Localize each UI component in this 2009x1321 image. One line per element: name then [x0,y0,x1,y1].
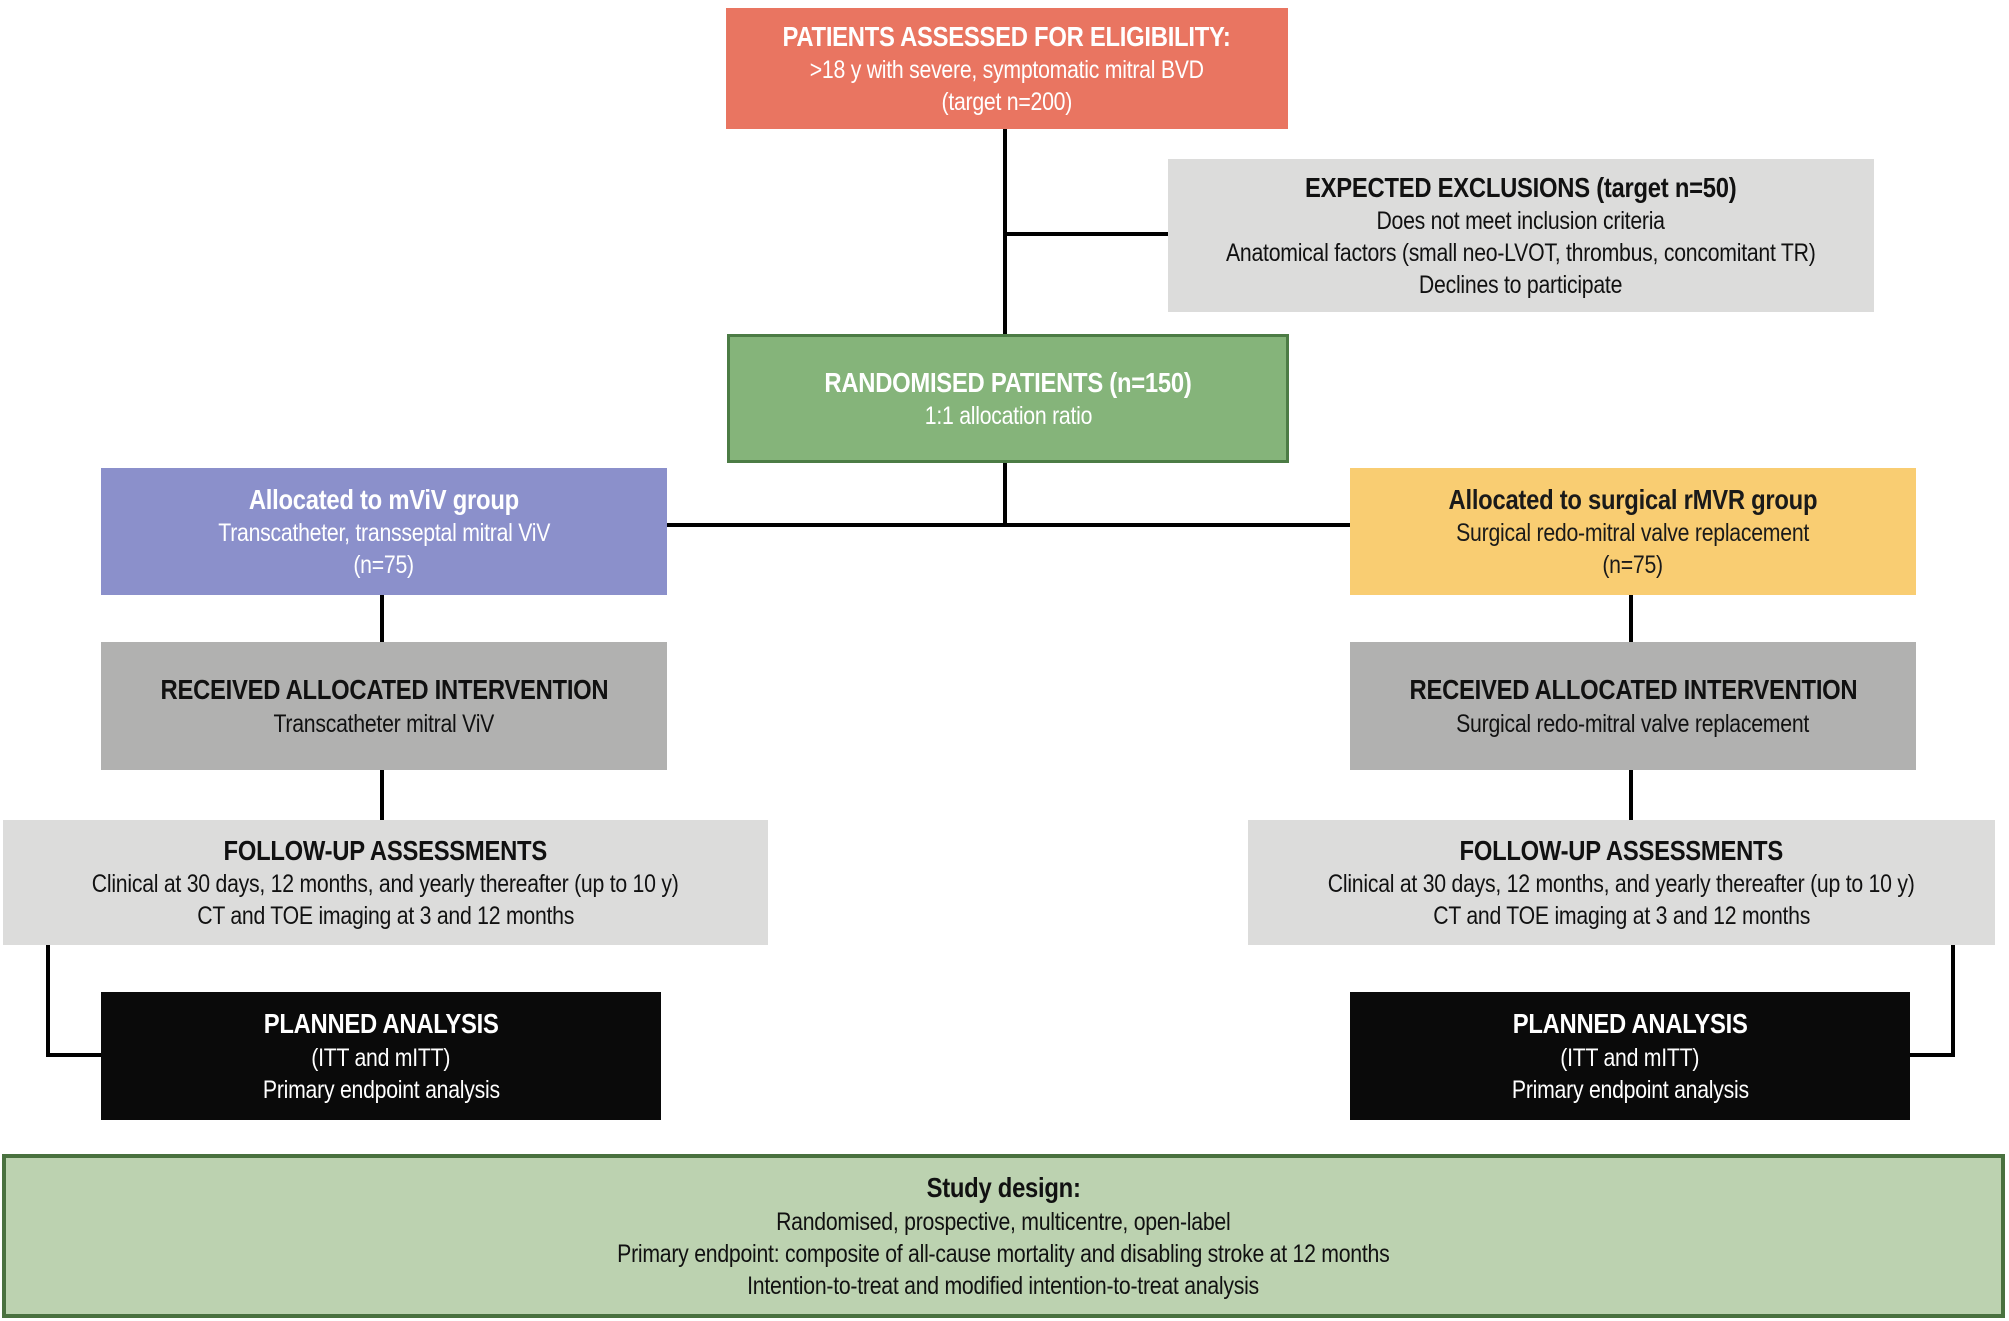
study-design-type: Randomised, prospective, multicentre, op… [776,1207,1231,1236]
allocated-mviv-box: Allocated to mViV group Transcatheter, t… [101,468,667,595]
planned-analysis-rmvr-itt: (ITT and mITT) [1560,1043,1700,1072]
study-design-title: Study design: [926,1172,1081,1204]
connector-randomised-to-branch [1003,463,1007,527]
followup-rmvr-title: FOLLOW-UP ASSESSMENTS [1459,834,1784,866]
randomised-title: RANDOMISED PATIENTS (n=150) [824,366,1192,398]
connector-received-to-followup-left [380,770,384,820]
planned-analysis-mviv-box: PLANNED ANALYSIS (ITT and mITT) Primary … [101,992,661,1120]
followup-mviv-box: FOLLOW-UP ASSESSMENTS Clinical at 30 day… [3,820,768,945]
eligibility-target-n: (target n=200) [941,88,1073,117]
eligibility-title: PATIENTS ASSESSED FOR ELIGIBILITY: [783,20,1231,52]
exclusions-title: EXPECTED EXCLUSIONS (target n=50) [1305,171,1737,203]
connector-mviv-to-received [380,595,384,642]
allocated-mviv-title: Allocated to mViV group [248,483,520,515]
received-intervention-rmvr-box: RECEIVED ALLOCATED INTERVENTION Surgical… [1350,642,1916,770]
exclusions-reason-3: Declines to participate [1419,271,1623,300]
planned-analysis-rmvr-title: PLANNED ANALYSIS [1512,1008,1748,1040]
received-intervention-rmvr-title: RECEIVED ALLOCATED INTERVENTION [1409,674,1857,706]
received-intervention-mviv-title: RECEIVED ALLOCATED INTERVENTION [160,674,608,706]
received-intervention-rmvr-description: Surgical redo-mitral valve replacement [1456,709,1810,738]
allocated-rmvr-description: Surgical redo-mitral valve replacement [1456,519,1810,548]
connector-to-exclusions [1003,232,1168,236]
connector-followup-to-analysis-left-horizontal [46,1053,101,1057]
study-design-primary-endpoint: Primary endpoint: composite of all-cause… [617,1239,1390,1268]
followup-mviv-title: FOLLOW-UP ASSESSMENTS [223,834,548,866]
exclusions-reason-1: Does not meet inclusion criteria [1376,207,1666,236]
planned-analysis-rmvr-endpoint: Primary endpoint analysis [1511,1075,1749,1104]
planned-analysis-mviv-title: PLANNED ANALYSIS [263,1008,499,1040]
followup-rmvr-imaging: CT and TOE imaging at 3 and 12 months [1433,902,1810,931]
received-intervention-mviv-description: Transcatheter mitral ViV [273,709,495,738]
allocated-mviv-description: Transcatheter, transseptal mitral ViV [218,519,550,548]
connector-received-to-followup-right [1629,770,1633,820]
allocated-rmvr-n: (n=75) [1602,551,1664,580]
planned-analysis-mviv-itt: (ITT and mITT) [311,1043,451,1072]
exclusions-box: EXPECTED EXCLUSIONS (target n=50) Does n… [1168,159,1874,312]
exclusions-reason-2: Anatomical factors (small neo-LVOT, thro… [1226,239,1816,268]
followup-rmvr-clinical: Clinical at 30 days, 12 months, and year… [1328,870,1915,899]
planned-analysis-rmvr-box: PLANNED ANALYSIS (ITT and mITT) Primary … [1350,992,1910,1120]
study-design-analysis: Intention-to-treat and modified intentio… [747,1271,1260,1300]
allocated-rmvr-box: Allocated to surgical rMVR group Surgica… [1350,468,1916,595]
allocated-mviv-n: (n=75) [353,551,415,580]
connector-followup-to-analysis-left-vertical [46,945,50,1057]
followup-mviv-imaging: CT and TOE imaging at 3 and 12 months [197,902,574,931]
allocated-rmvr-title: Allocated to surgical rMVR group [1448,483,1818,515]
connector-followup-to-analysis-right-horizontal [1910,1053,1955,1057]
eligibility-box: PATIENTS ASSESSED FOR ELIGIBILITY: >18 y… [726,8,1288,129]
eligibility-criteria: >18 y with severe, symptomatic mitral BV… [809,56,1204,85]
planned-analysis-mviv-endpoint: Primary endpoint analysis [262,1075,500,1104]
randomised-allocation-ratio: 1:1 allocation ratio [924,402,1092,431]
followup-rmvr-box: FOLLOW-UP ASSESSMENTS Clinical at 30 day… [1248,820,1995,945]
received-intervention-mviv-box: RECEIVED ALLOCATED INTERVENTION Transcat… [101,642,667,770]
connector-rmvr-to-received [1629,595,1633,642]
study-design-box: Study design: Randomised, prospective, m… [2,1154,2005,1318]
followup-mviv-clinical: Clinical at 30 days, 12 months, and year… [92,870,679,899]
connector-followup-to-analysis-right-vertical [1951,945,1955,1057]
connector-branch-horizontal [667,523,1350,527]
randomised-box: RANDOMISED PATIENTS (n=150) 1:1 allocati… [727,334,1289,463]
